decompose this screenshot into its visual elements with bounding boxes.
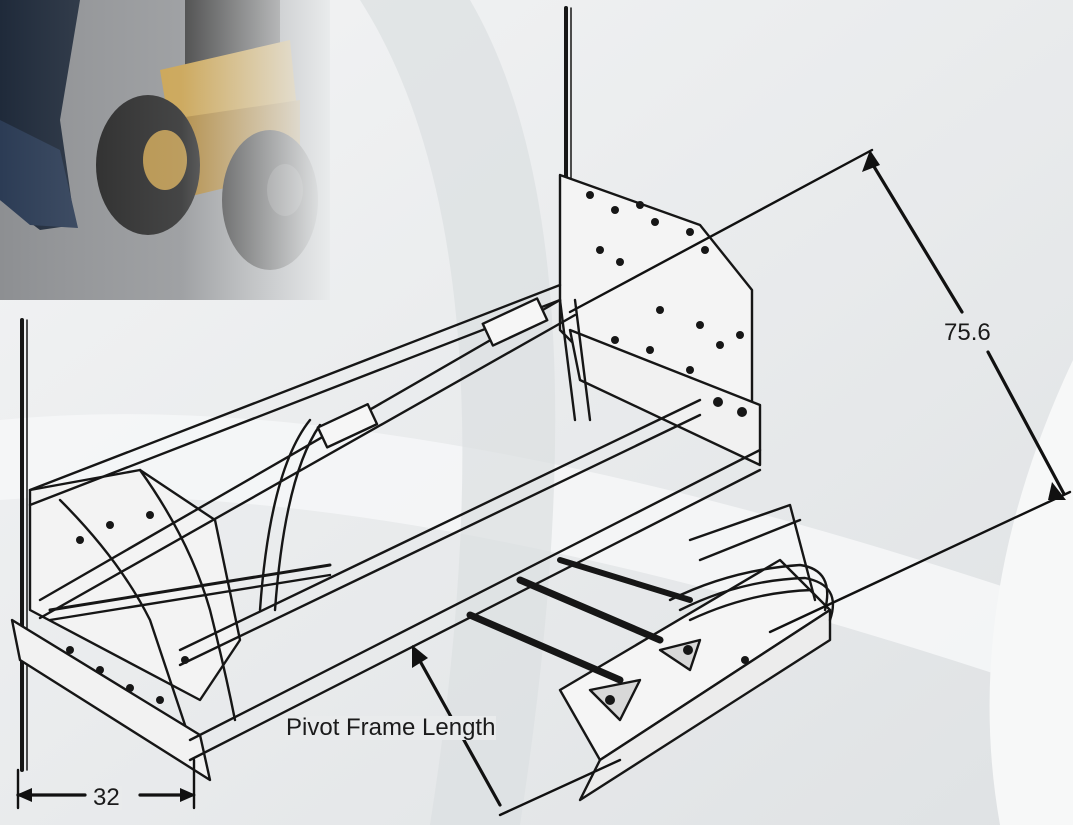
- dimension-arrowheads: [16, 150, 1066, 802]
- background-swoosh: [989, 360, 1073, 825]
- background-swoosh: [360, 0, 556, 825]
- width-dimension-label: 32: [91, 784, 122, 811]
- frame-line-art: [10, 6, 835, 802]
- machine-photo-inset: [0, 0, 330, 300]
- bolt-holes: [66, 191, 749, 705]
- background-swoosh: [0, 414, 1073, 700]
- pivot-frame-length-label: Pivot Frame Length: [285, 714, 497, 741]
- height-dimension-label: 75.6: [944, 319, 991, 346]
